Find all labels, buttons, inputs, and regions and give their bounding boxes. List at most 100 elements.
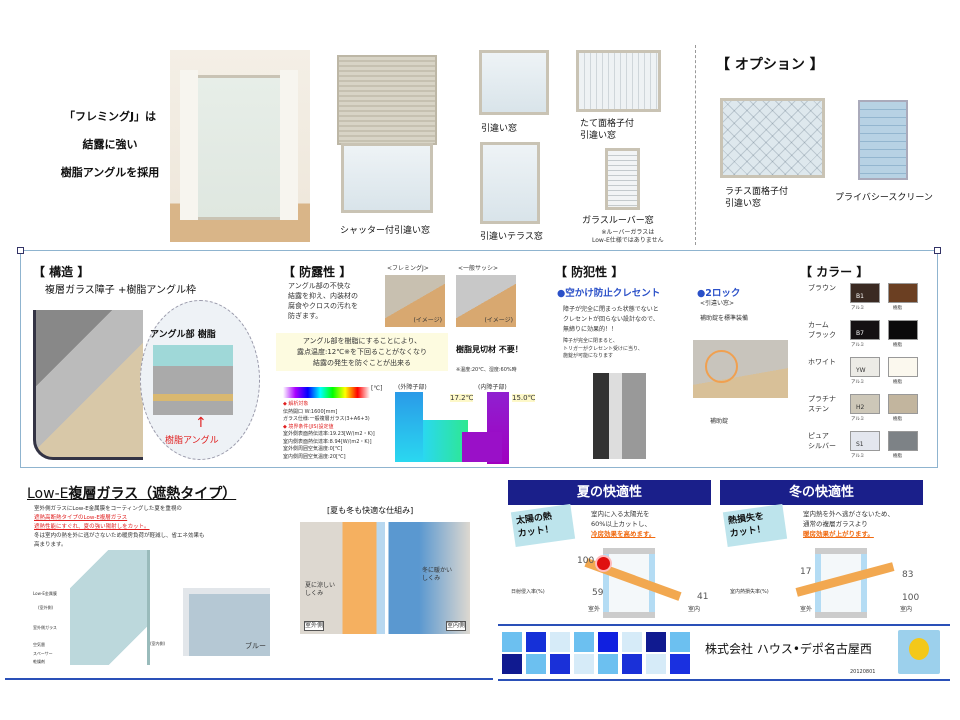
corner-handle[interactable] [17,247,24,254]
glass-label: (室外側) [38,605,54,610]
swatch-label-aluminum: アルミ [851,306,865,311]
swatch-aluminum[interactable]: S1 [850,431,880,451]
privacy-screen-image [858,100,908,180]
caption-shutter-window: シャッター付引違い窓 [340,226,431,236]
swatch-resin[interactable] [888,283,918,303]
lowe-title: Low-E複層ガラス（遮熱タイプ） [27,486,237,502]
shutter-window-image [337,55,437,215]
swatch-label-resin: 樹脂 [893,343,902,348]
color-name: ピュアシルバー [808,432,836,450]
swatch-label-aluminum: アルミ [851,343,865,348]
decorative-square [502,654,522,674]
section-divider [5,678,493,680]
decorative-square [550,632,570,652]
swatch-aluminum[interactable]: B1 [850,283,880,303]
crescent-lock-image [593,373,646,459]
thermal-image-inner-2 [462,432,502,462]
swatch-code: YW [856,367,866,374]
summer-mechanism-label: 夏に涼しいしくみ [305,582,336,597]
swatch-aluminum[interactable]: H2 [850,394,880,414]
value-label: 100 [577,556,595,566]
headline: 「フレミングJ」は 結露に強い 樹脂アングルを採用 [60,110,160,179]
condensation-title: 【 防露性 】 [283,265,352,279]
mechanism-image: 夏に涼しいしくみ 冬に暖かいしくみ 室外側 室内側 [300,522,470,634]
swatch-resin[interactable] [888,394,918,414]
glass-label: スペーサー [33,651,53,656]
summer-badge: 太陽の熱カット！ [510,503,576,548]
terrace-window-image [480,142,540,224]
no-trim-needed: 樹脂見切材 不要！ [456,345,523,354]
louver-window-image [605,148,640,210]
swatch-resin[interactable] [888,431,918,451]
auxiliary-lock-image [693,340,788,398]
swatch-label-resin: 樹脂 [893,380,902,385]
winter-outdoor: 室外 [800,606,813,613]
security-title: 【 防犯性 】 [555,265,624,279]
winter-axis-label: 室内熱損失率(%) [730,589,769,595]
swatch-resin[interactable] [888,357,918,377]
caption-louver-window: ガラスルーバー窓 [582,216,654,226]
document-date: 20120801 [850,669,876,675]
mechanism-title: [夏も冬も快適な仕組み] [327,506,414,515]
winter-badge: 熱損失をカット！ [722,503,788,548]
glass-label: 乾燥剤 [33,659,45,664]
angle-callout: アングル部 樹脂 [150,330,216,340]
crescent-text: 障子が完全に閉まった状態でないとクレセントが回らない設計なので、無締りに効果的！… [563,306,659,333]
structure-subtitle: 複層ガラス障子 +樹脂アングル枠 [45,285,196,296]
two-lock-title: ●2ロック [697,288,741,299]
color-name: カームブラック [808,321,836,339]
sample-label: ブルー [245,642,266,650]
divider [695,45,696,245]
compare-image-general: (イメージ) [456,275,516,327]
inner-temp: 15.0℃ [512,394,536,402]
swatch-code: B1 [856,293,864,300]
swatch-label-aluminum: アルミ [851,454,865,459]
blue-glass-sample: ブルー [183,588,270,656]
swatch-resin[interactable] [888,320,918,340]
structure-title: 【 構造 】 [33,265,90,279]
summer-header: 夏の快適性 [508,480,711,505]
summer-axis-label: 日射侵入率(%) [511,589,545,595]
condensation-note: ※温度:20℃、湿度:60%時 [456,367,517,373]
image-tag: (イメージ) [484,317,513,324]
summer-outdoor: 室外 [588,606,601,613]
caption-lattice-window: ラチス面格子付 引違い窓 [725,187,789,209]
swatch-label-resin: 樹脂 [893,454,902,459]
decorative-square [646,654,666,674]
decorative-square [526,654,546,674]
two-lock-sub: <引違い窓> [700,300,735,307]
outdoor-tag: 室外側 [304,621,325,631]
swatch-label-resin: 樹脂 [893,306,902,311]
resin-angle-label: 樹脂アングル [165,436,219,446]
crescent-title: ●空かけ防止クレセント [557,288,661,299]
winter-header: 冬の快適性 [720,480,923,505]
glass-label: Low-E金属膜 [33,591,57,596]
swatch-aluminum[interactable]: B7 [850,320,880,340]
temperature-scale-bar [283,387,370,398]
winter-mechanism-label: 冬に暖かいしくみ [422,567,453,582]
condensation-text: アングル部の不快な結露を抑え、内装材の腐食やクロスの汚れを防ぎます。 [288,282,358,320]
glass-label: (室内側) [150,641,166,646]
value-label: 59 [592,588,604,598]
thermal-image-outer-2 [423,420,468,462]
vertical-grille-window-image [576,50,661,112]
analysis-legend: ◆ 解析対象伝熱開口 W:1600[mm]ガラス仕様:一般複層ガラス(3+A6+… [283,401,375,460]
winter-text: 室内熱を外へ逃がさないため、通常の複層ガラスより暖房効果が上がります。 [803,510,894,538]
scale-unit: [℃] [371,385,383,392]
corner-handle[interactable] [934,247,941,254]
sliding-window-image [479,50,549,115]
decorative-square [574,654,594,674]
color-name: ブラウン [808,284,836,292]
company-name: 株式会社 ハウス•デポ名古屋西 [705,642,872,656]
lattice-window-image [720,98,825,178]
features-panel [20,250,938,468]
louver-note: ※ルーバーガラスは Low-E仕様ではありません [592,229,664,244]
arrow-up-icon: ↑ [195,415,207,431]
decorative-square [646,632,666,652]
mascot-logo [898,630,940,674]
value-label: 83 [902,570,914,580]
swatch-aluminum[interactable]: YW [850,357,880,377]
winter-indoor: 室内 [900,606,913,613]
decorative-square [670,654,690,674]
decorative-square [622,654,642,674]
